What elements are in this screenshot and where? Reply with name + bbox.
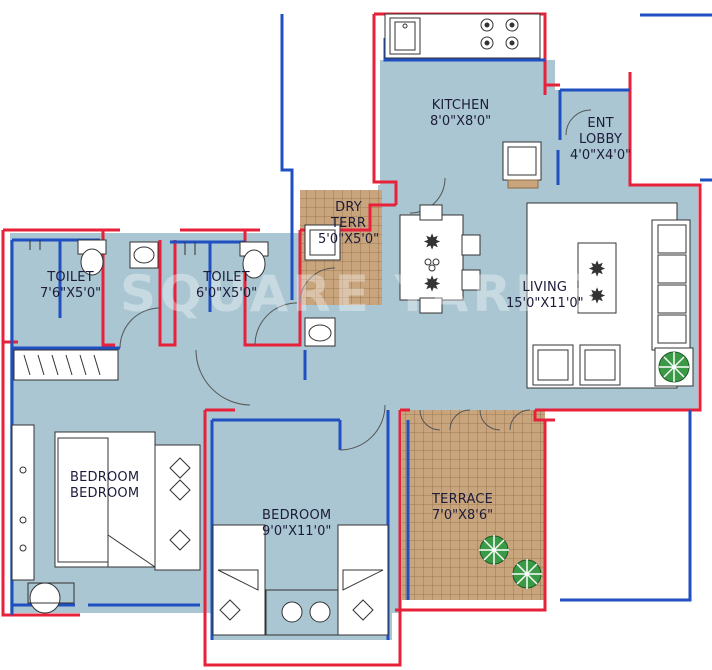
toilet-2-dims: 6'0"X5'0" — [196, 286, 258, 301]
toilet-1-label: TOILET 7'6"X5'0" — [40, 270, 101, 302]
bedroom-1-label: BEDROOM BEDROOM — [70, 470, 139, 502]
dry-terr-name-1: DRY — [335, 200, 362, 215]
dining-table: ✵ ✵ — [399, 204, 481, 314]
bedroom-1-furniture — [11, 349, 201, 614]
kitchen-dims: 8'0"X8'0" — [430, 114, 492, 129]
door-swings — [119, 109, 592, 451]
terrace-dims: 7'0"X8'6" — [432, 508, 494, 523]
living-dims: 15'0"X11'0" — [506, 296, 584, 311]
terrace-plant-icons — [479, 535, 542, 589]
bedroom-1-name: BEDROOM — [70, 470, 140, 485]
svg-text:✵: ✵ — [424, 274, 439, 295]
kitchen-name: KITCHEN — [431, 98, 490, 113]
bedroom-1-name-ghost: BEDROOM — [70, 486, 140, 501]
living-name: LIVING — [522, 280, 568, 295]
ent-lobby-name-1: ENT — [587, 116, 614, 131]
bedroom-2-name: BEDROOM — [262, 508, 332, 523]
ent-lobby-dims: 4'0"X4'0" — [570, 148, 632, 163]
toilet-1-name: TOILET — [47, 270, 94, 285]
toilet-2-name: TOILET — [203, 270, 250, 285]
living-label: LIVING 15'0"X11'0" — [506, 280, 584, 312]
terrace-label: TERRACE 7'0"X8'6" — [432, 492, 493, 524]
bedroom-2-furniture — [212, 524, 389, 636]
watermark: SQUARE YARDS — [120, 265, 601, 323]
kitchen-label: KITCHEN 8'0"X8'0" — [430, 98, 491, 130]
dry-terr-name-2: TERR — [331, 216, 367, 231]
svg-text:✵: ✵ — [589, 286, 604, 307]
outer-walls — [1, 12, 702, 667]
dry-terr-label: DRY TERR 5'0"X5'0" — [318, 200, 379, 248]
dry-terr-dims: 5'0"X5'0" — [318, 232, 380, 247]
svg-text:✵: ✵ — [424, 232, 439, 253]
kitchen-counter — [384, 13, 542, 189]
plant-icon — [658, 351, 690, 383]
terrace-name: TERRACE — [432, 492, 494, 507]
bedroom-2-dims: 9'0"X11'0" — [262, 524, 332, 539]
bedroom-2-label: BEDROOM 9'0"X11'0" — [262, 508, 331, 540]
toilet-fixtures — [29, 224, 341, 347]
ent-lobby-name-2: LOBBY — [579, 132, 623, 147]
svg-text:✵: ✵ — [589, 259, 604, 280]
living-furniture: ✵ ✵ — [526, 202, 694, 389]
toilet-2-label: TOILET 6'0"X5'0" — [196, 270, 257, 302]
toilet-1-dims: 7'6"X5'0" — [40, 286, 102, 301]
ent-lobby-label: ENT LOBBY 4'0"X4'0" — [570, 116, 631, 164]
